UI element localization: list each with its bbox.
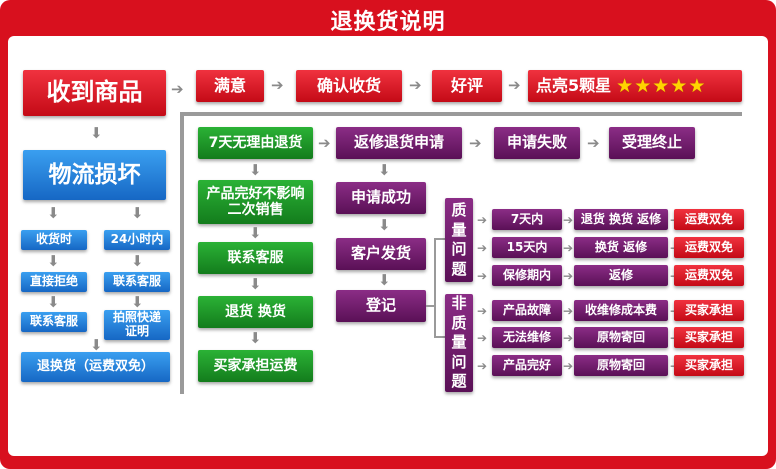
- star-icon: ★: [670, 74, 688, 97]
- arrow-right-icon: ➔: [563, 241, 574, 255]
- arrow-right-icon: ➔: [469, 134, 482, 152]
- non-quality-issue-label: 非质量问题: [445, 294, 473, 392]
- arrow-down-icon: ⬇: [249, 329, 262, 347]
- arrow-right-icon: ➔: [587, 134, 600, 152]
- request-success-box: 申请成功: [336, 182, 426, 214]
- arrow-right-icon: ➔: [508, 76, 521, 94]
- period-box: 无法维修: [492, 327, 562, 348]
- connector-line: [434, 238, 446, 240]
- star-icon: ★: [688, 74, 706, 97]
- within-24h-box: 24小时内: [104, 230, 170, 250]
- contact-service-box: 联系客服: [104, 272, 170, 292]
- confirm-receipt-box: 确认收货: [296, 70, 402, 102]
- product-intact-box: 产品完好不影响二次销售: [198, 180, 313, 224]
- logistics-damage-box: 物流损坏: [23, 150, 166, 200]
- arrow-right-icon: ➔: [563, 304, 574, 318]
- good-review-box: 好评: [432, 70, 502, 102]
- five-stars-label: 点亮5颗星: [536, 75, 612, 95]
- arrow-right-icon: ➔: [171, 80, 184, 98]
- period-box: 产品故障: [492, 300, 562, 321]
- arrow-down-icon: ⬇: [249, 161, 262, 179]
- fee-box: 买家承担: [674, 355, 744, 376]
- fee-box: 运费双免: [674, 265, 744, 286]
- seven-day-return-box: 7天无理由退货: [198, 127, 313, 159]
- arrow-down-icon: ⬇: [90, 124, 103, 142]
- contact-service-box: 联系客服: [198, 242, 313, 274]
- contact-service-box: 联系客服: [21, 312, 87, 332]
- return-exchange-box: 退货 换货: [198, 296, 313, 328]
- action-box: 收维修成本费: [574, 300, 668, 321]
- received-goods-box: 收到商品: [23, 70, 166, 116]
- arrow-right-icon: ➔: [563, 359, 574, 373]
- arrow-down-icon: ⬇: [249, 275, 262, 293]
- arrow-down-icon: ⬇: [131, 252, 144, 270]
- arrow-down-icon: ⬇: [131, 204, 144, 222]
- period-box: 保修期内: [492, 265, 562, 286]
- fee-box: 运费双免: [674, 237, 744, 258]
- star-icon: ★: [652, 74, 670, 97]
- action-box: 退货 换货 返修: [574, 209, 668, 230]
- period-box: 15天内: [492, 237, 562, 258]
- action-box: 原物寄回: [574, 327, 668, 348]
- arrow-down-icon: ⬇: [47, 252, 60, 270]
- repair-return-request-box: 返修退货申请: [336, 127, 462, 159]
- customer-ships-box: 客户发货: [336, 238, 426, 270]
- arrow-right-icon: ➔: [563, 269, 574, 283]
- connector-line: [426, 305, 436, 307]
- return-exchange-result-box: 退换货（运费双免）: [21, 352, 170, 382]
- on-receipt-box: 收货时: [21, 230, 87, 250]
- arrow-down-icon: ⬇: [249, 224, 262, 242]
- arrow-right-icon: ➔: [318, 134, 331, 152]
- action-box: 原物寄回: [574, 355, 668, 376]
- action-box: 返修: [574, 265, 668, 286]
- arrow-right-icon: ➔: [477, 241, 488, 255]
- reject-directly-box: 直接拒绝: [21, 272, 87, 292]
- request-failed-box: 申请失败: [494, 127, 580, 159]
- star-icon: ★: [634, 74, 652, 97]
- action-box: 换货 返修: [574, 237, 668, 258]
- fee-box: 买家承担: [674, 327, 744, 348]
- arrow-down-icon: ⬇: [378, 161, 391, 179]
- quality-issue-label: 质量问题: [445, 198, 473, 282]
- arrow-down-icon: ⬇: [378, 271, 391, 289]
- star-icon: ★: [616, 74, 634, 97]
- arrow-right-icon: ➔: [477, 269, 488, 283]
- divider-line: [180, 112, 184, 394]
- five-stars-box: 点亮5颗星 ★★★★★: [528, 70, 742, 102]
- arrow-right-icon: ➔: [477, 213, 488, 227]
- satisfied-box: 满意: [196, 70, 264, 102]
- arrow-right-icon: ➔: [477, 304, 488, 318]
- arrow-right-icon: ➔: [271, 76, 284, 94]
- connector-line: [434, 336, 446, 338]
- arrow-down-icon: ⬇: [131, 293, 144, 311]
- period-box: 7天内: [492, 209, 562, 230]
- arrow-right-icon: ➔: [409, 76, 422, 94]
- arrow-down-icon: ⬇: [47, 204, 60, 222]
- arrow-down-icon: ⬇: [90, 336, 103, 354]
- arrow-right-icon: ➔: [563, 213, 574, 227]
- buyer-pays-shipping-box: 买家承担运费: [198, 350, 313, 382]
- arrow-right-icon: ➔: [563, 331, 574, 345]
- arrow-right-icon: ➔: [477, 331, 488, 345]
- arrow-down-icon: ⬇: [47, 293, 60, 311]
- arrow-right-icon: ➔: [477, 359, 488, 373]
- period-box: 产品完好: [492, 355, 562, 376]
- processing-terminated-box: 受理终止: [609, 127, 695, 159]
- fee-box: 买家承担: [674, 300, 744, 321]
- connector-line: [434, 238, 436, 338]
- arrow-down-icon: ⬇: [378, 216, 391, 234]
- fee-box: 运费双免: [674, 209, 744, 230]
- star-rating: ★★★★★: [615, 74, 706, 97]
- register-box: 登记: [336, 290, 426, 322]
- photo-evidence-box: 拍照快递证明: [104, 310, 170, 340]
- divider-line: [180, 112, 742, 116]
- page-title: 退换货说明: [330, 10, 446, 35]
